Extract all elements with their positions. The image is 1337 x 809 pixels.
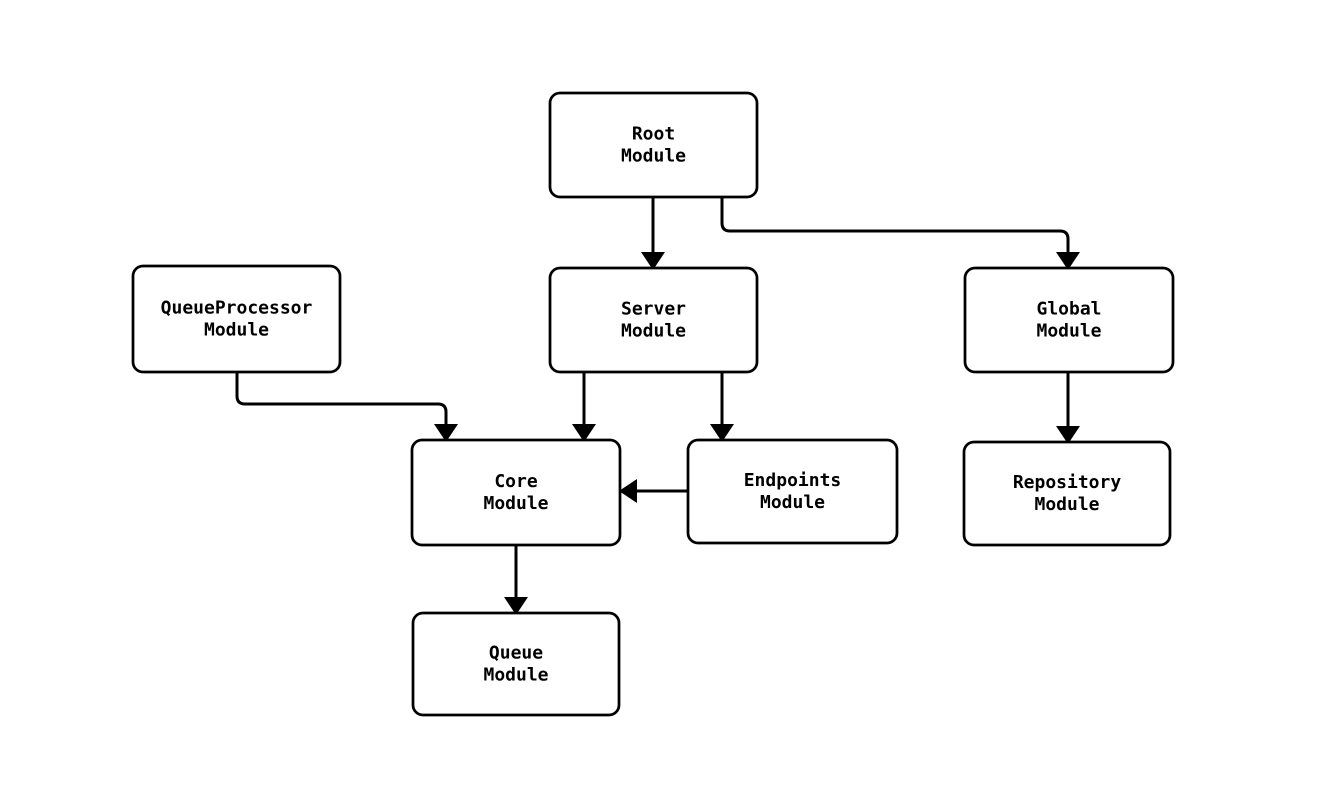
node-label-queueprocessor-module-line2: Module [204,320,269,341]
node-box-core-module [410,438,622,547]
node-label-queue-module-line1: Queue [489,643,543,664]
node-label-root-module-line1: Root [632,124,675,145]
node-box-queue-module [411,611,621,717]
node-label-server-module-line2: Module [621,321,686,342]
node-label-root-module-line2: Module [621,146,686,167]
node-box-repository-module [962,440,1172,547]
node-box-server-module [548,266,759,374]
node-box-queueprocessor-module [131,264,342,374]
node-label-global-module-line1: Global [1036,299,1101,320]
node-label-queue-module-line2: Module [483,665,548,686]
node-label-endpoints-module-line1: Endpoints [744,470,842,491]
node-label-core-module-line2: Module [483,493,548,514]
node-box-global-module [963,266,1175,374]
edges-layer [235,197,1080,615]
node-label-queueprocessor-module-line1: QueueProcessor [161,298,313,319]
nodes-layer: RootModuleQueueProcessorModuleServerModu… [131,91,1175,717]
edge-queueprocessor-to-core [235,372,458,442]
edge-root-to-global [720,197,1080,270]
node-label-repository-module-line1: Repository [1013,472,1122,493]
node-label-endpoints-module-line2: Module [760,492,825,513]
node-label-server-module-line1: Server [621,299,686,320]
node-box-root-module [548,91,759,199]
node-label-core-module-line1: Core [494,471,538,492]
node-box-endpoints-module [686,438,899,545]
node-label-global-module-line2: Module [1036,321,1101,342]
node-label-repository-module-line2: Module [1034,494,1099,515]
